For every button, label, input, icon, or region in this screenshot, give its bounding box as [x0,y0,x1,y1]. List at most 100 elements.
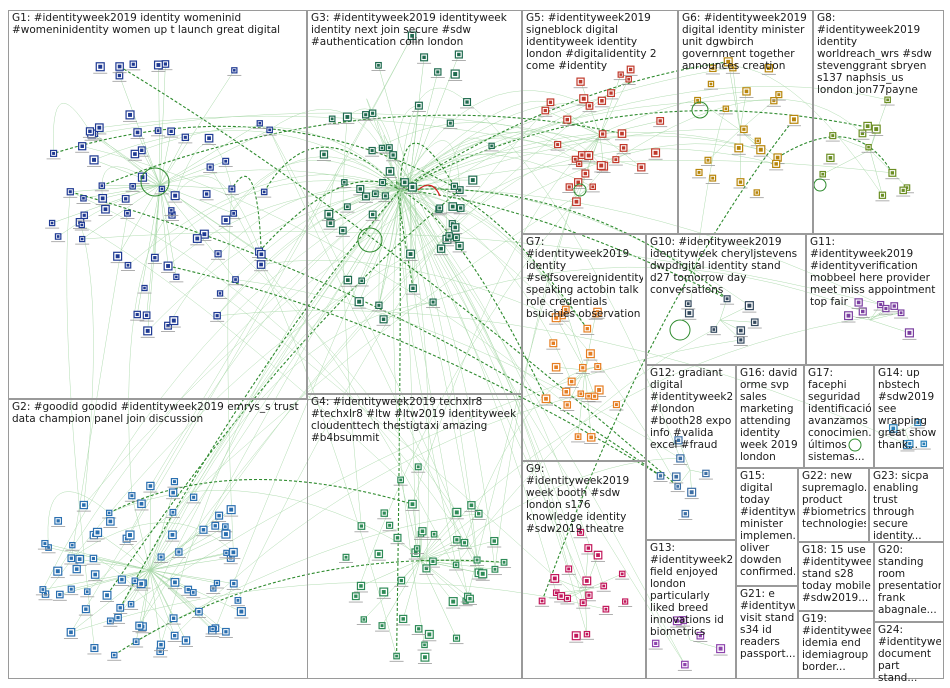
graph-node-fill [480,571,485,576]
graph-node-fill [567,185,571,189]
graph-self-loop [813,178,827,192]
group-box-g20: G20: standing room presentation frank ab… [874,542,944,622]
graph-node-fill [116,615,120,620]
graph-edge [132,184,161,187]
group-box-g4: G4: #identityweek2019 techxlr8 #techxlr8… [307,394,522,679]
graph-node-fill [899,311,903,315]
graph-edge [119,66,679,487]
group-box-g13: G13: #identityweek20... field enjoyed lo… [646,540,736,679]
graph-node-fill [585,632,589,636]
graph-edge [399,189,584,603]
graph-node-fill [88,129,92,134]
graph-node-fill [139,501,144,506]
graph-node-fill [92,646,97,650]
graph-node-fill [69,556,73,560]
graph-edge [417,466,421,561]
graph-node-fill [860,131,865,136]
graph-node-fill [77,557,82,562]
graph-node-fill [130,494,134,498]
group-label-g1: G1: #identityweek2019 identity womeninid… [12,12,281,36]
graph-node-fill [225,551,228,555]
graph-edge [91,133,161,186]
graph-node-fill [589,435,594,440]
graph-node-fill [326,212,331,217]
graph-node-fill [658,474,663,478]
graph-node-fill [172,480,176,484]
graph-node-fill [427,632,432,637]
graph-edge [869,305,895,321]
graph-node-fill [676,438,681,443]
graph-edge [399,142,455,191]
graph-node-fill [587,394,590,398]
graph-edge [149,569,227,632]
graph-node-fill [236,598,240,602]
graph-edge [402,559,421,619]
graph-edge [584,369,595,397]
graph-node-fill [774,162,778,166]
graph-node-fill [97,125,102,130]
graph-node-fill [697,170,701,174]
graph-node-fill [128,112,132,117]
graph-node-fill [391,153,395,157]
graph-node-fill [410,185,415,190]
graph-node-fill [93,572,98,577]
graph-edge [467,182,579,597]
graph-node-fill [166,264,171,268]
group-label-g18: G18: 15 use #identityweek... stand s28 t… [802,544,871,604]
graph-node-fill [579,530,583,534]
graph-node-fill [581,601,585,605]
graph-node-fill [725,297,729,301]
graph-node-fill [552,576,557,581]
graph-edge [137,132,161,186]
graph-node-fill [411,286,415,290]
graph-edge [70,191,661,477]
graph-node-fill [232,212,236,215]
graph-node-fill [886,98,889,102]
graph-edge [136,513,479,642]
graph-node-fill [739,338,743,342]
graph-node-fill [543,108,547,113]
graph-node-fill [583,171,588,176]
graph-edge [615,99,863,160]
graph-node-fill [584,578,589,583]
group-label-g23: G23: sicpa enabling trust through secure… [873,470,929,542]
graph-node-fill [724,107,728,111]
graph-edge [53,103,91,154]
graph-edge [397,105,419,191]
graph-node-fill [232,581,236,586]
graph-node-fill [587,104,592,108]
graph-edge [409,57,425,181]
graph-node-fill [171,616,176,620]
graph-edge [399,189,457,565]
graph-node-fill [195,236,200,241]
graph-node-fill [879,303,883,307]
graph-node-fill [564,307,568,312]
graph-edge [149,569,216,629]
graph-node-fill [458,188,462,192]
graph-node-fill [916,421,920,425]
graph-edge [149,534,173,571]
graph-node-fill [417,627,421,631]
graph-node-fill [431,559,435,563]
graph-edge [584,314,596,371]
graph-node-fill [867,145,870,149]
graph-edge [269,129,483,574]
graph-edge [130,189,401,605]
graph-node-fill [108,619,112,623]
graph-node-fill [357,299,362,304]
group-label-g5: G5: #identityweek2019 signeblock digital… [526,12,657,72]
graph-node-fill [380,624,384,628]
graph-node-fill [890,171,895,175]
graph-edge [584,369,592,438]
graph-node-fill [597,387,602,392]
graph-edge [149,557,231,571]
graph-edge [869,149,908,188]
graph-edge [93,159,161,186]
graph-edge [42,569,151,590]
graph-edge [42,189,401,590]
graph-node-fill [846,313,851,318]
graph-edge [399,189,728,300]
graph-node-fill [417,103,421,108]
graph-node-fill [891,426,896,431]
